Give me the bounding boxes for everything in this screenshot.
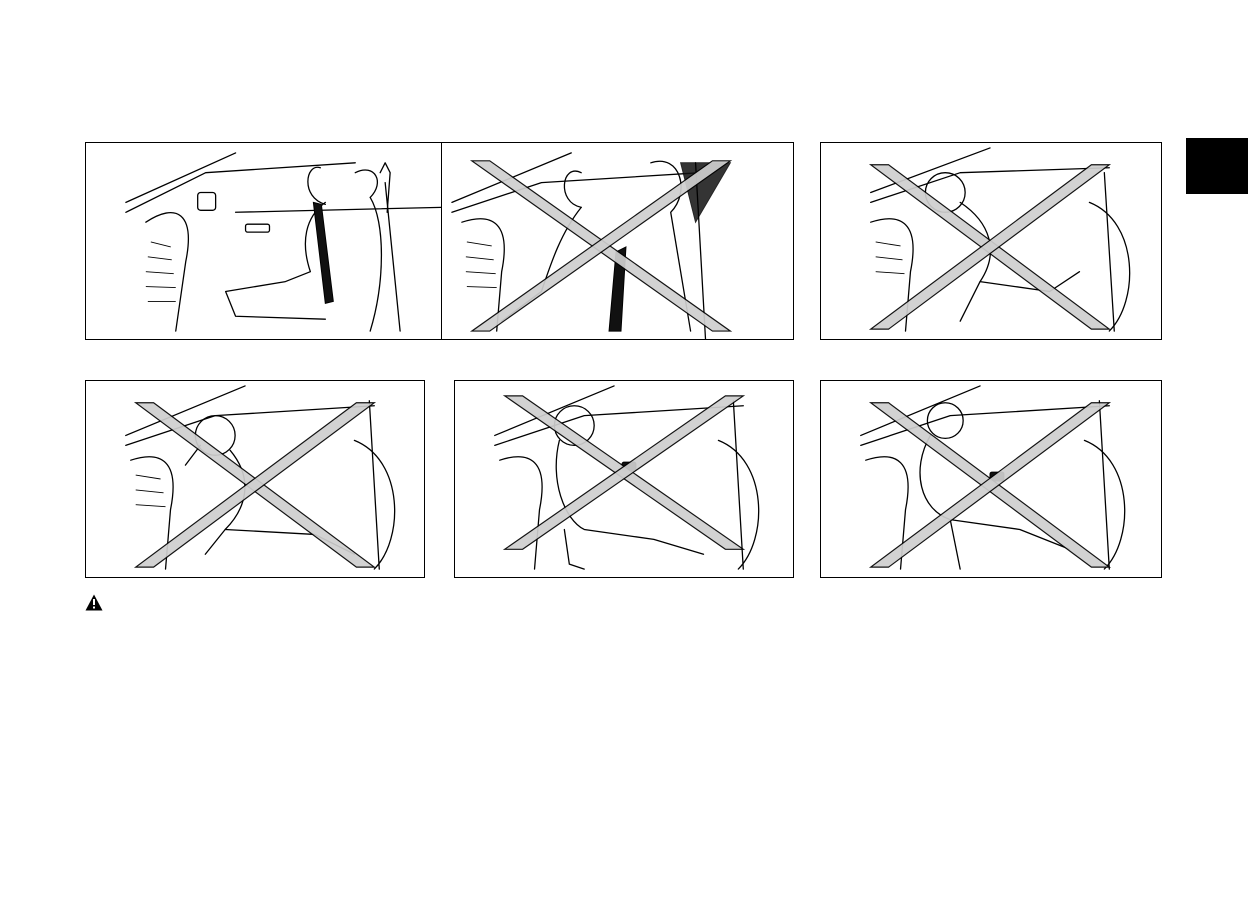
illustration-reclined-seating <box>441 142 794 340</box>
warning-triangle-icon <box>85 594 103 611</box>
illustration-child-leaning-forward <box>820 142 1162 340</box>
illustration-correct-seating <box>85 142 441 340</box>
illustration-child-kneeling-on-seat <box>454 380 794 578</box>
illustration-child-at-dashboard <box>85 380 425 578</box>
section-tab-marker <box>1186 138 1248 194</box>
illustration-child-standing-on-seat <box>820 380 1162 578</box>
